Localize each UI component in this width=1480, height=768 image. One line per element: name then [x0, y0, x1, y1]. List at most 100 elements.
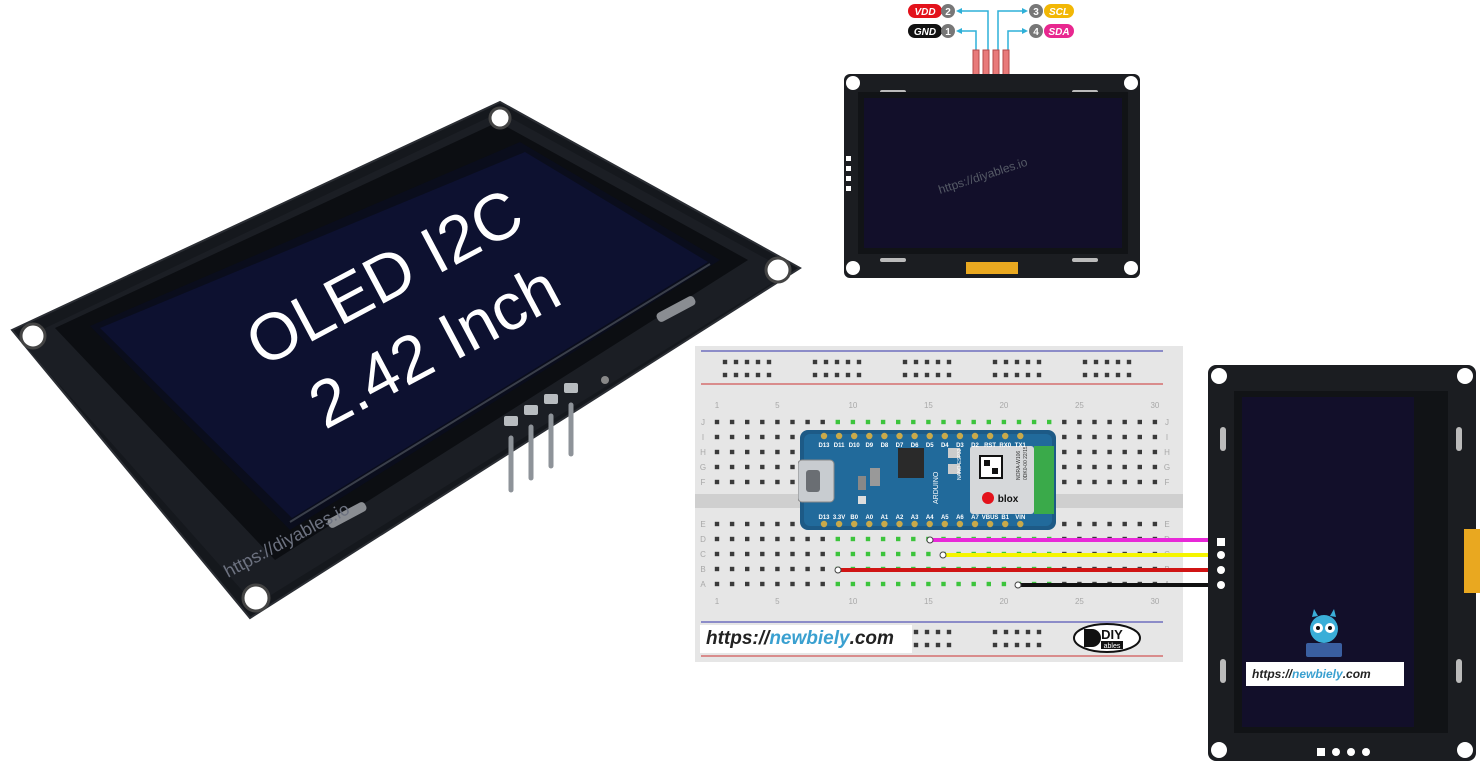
arduino-top-pin-label: D6	[911, 443, 919, 449]
svg-text:0DK0-00 22/15: 0DK0-00 22/15	[1023, 446, 1029, 480]
arduino-pin-pad	[941, 520, 948, 528]
arduino-top-pin-label: D4	[941, 443, 949, 449]
arduino-bottom-pin-label: VBUS	[982, 515, 999, 521]
breadboard-hole	[775, 479, 780, 485]
breadboard-hole	[722, 372, 728, 378]
breadboard-hole	[880, 581, 886, 587]
breadboard-hole	[790, 449, 795, 455]
breadboard-hole	[1137, 566, 1142, 572]
breadboard-hole	[1031, 419, 1037, 425]
breadboard-hole	[812, 359, 818, 365]
breadboard-hole	[1137, 464, 1142, 470]
arduino-pin-pad	[866, 520, 873, 528]
breadboard-hole	[1062, 479, 1067, 485]
breadboard-hole	[856, 372, 862, 378]
breadboard-hole	[924, 629, 930, 635]
breadboard-row-letter: J	[701, 418, 705, 427]
oled-photo: OLED I2C 2.42 Inch https://diyables.io	[0, 90, 810, 630]
breadboard-hole	[935, 359, 941, 365]
breadboard-hole	[1077, 464, 1082, 470]
svg-text:VDD: VDD	[914, 7, 935, 18]
breadboard-column-number: 15	[924, 597, 933, 606]
breadboard-row-letter: A	[700, 580, 706, 589]
breadboard-hole	[1036, 372, 1042, 378]
breadboard-hole	[714, 521, 720, 527]
breadboard-hole	[1062, 419, 1067, 425]
breadboard-hole	[766, 372, 772, 378]
breadboard-hole	[911, 536, 916, 542]
breadboard-row-letter: E	[1164, 520, 1169, 529]
breadboard-hole	[911, 566, 916, 572]
breadboard-row-letter: D	[700, 535, 706, 544]
breadboard-hole	[714, 449, 720, 455]
breadboard-hole	[820, 536, 825, 542]
arduino-top-pin-label: D11	[834, 443, 845, 449]
arduino-pin-pad	[896, 432, 903, 440]
arduino-bottom-pin-label: A6	[956, 515, 964, 521]
breadboard-row-letter: F	[1165, 478, 1170, 487]
breadboard-hole	[1014, 642, 1020, 648]
breadboard-hole	[714, 566, 720, 572]
breadboard-hole	[1152, 581, 1158, 587]
breadboard-hole	[1036, 629, 1042, 635]
arduino-pin-pad	[820, 520, 828, 528]
arduino-pin-pad	[986, 520, 994, 528]
breadboard-hole	[896, 536, 901, 542]
breadboard-hole	[745, 521, 750, 527]
breadboard-hole	[1077, 581, 1082, 587]
arduino-bottom-pin-label: A1	[881, 515, 889, 521]
breadboard-hole	[1137, 551, 1142, 557]
breadboard-hole	[1122, 464, 1127, 470]
breadboard-hole	[1092, 449, 1097, 455]
breadboard-hole	[1152, 434, 1158, 440]
breadboard-hole	[714, 479, 720, 485]
arduino-pin-pad	[881, 520, 888, 528]
breadboard-hole	[941, 566, 946, 572]
breadboard-hole	[1047, 581, 1052, 587]
breadboard-hole	[1001, 551, 1007, 557]
breadboard-hole	[745, 419, 750, 425]
arduino-top-pin-label: D7	[896, 443, 904, 449]
breadboard-hole	[924, 359, 930, 365]
breadboard-hole	[1092, 479, 1097, 485]
arduino-pin-pad	[1002, 520, 1009, 528]
svg-text:1: 1	[945, 27, 951, 38]
pin-vdd: VDD 2	[908, 4, 955, 18]
breadboard-hole	[1122, 581, 1127, 587]
breadboard-hole	[1152, 479, 1158, 485]
breadboard-hole	[1122, 419, 1127, 425]
breadboard-hole	[729, 581, 735, 587]
arduino-bottom-pin-label: A3	[911, 515, 919, 521]
breadboard-hole	[760, 434, 765, 440]
breadboard-hole	[733, 359, 739, 365]
breadboard-hole	[1092, 464, 1097, 470]
breadboard-hole	[835, 536, 840, 542]
breadboard-hole	[1003, 372, 1009, 378]
breadboard-hole	[865, 419, 871, 425]
breadboard-hole	[880, 419, 886, 425]
breadboard-hole	[1016, 536, 1022, 542]
breadboard-hole	[971, 536, 976, 542]
arduino-pin-pad	[971, 432, 979, 440]
breadboard-row-letter: B	[1164, 565, 1169, 574]
breadboard-row-letter: H	[1164, 448, 1170, 457]
breadboard-hole	[1062, 566, 1067, 572]
arduino-brand: ARDUINO	[933, 471, 940, 504]
arduino-bottom-pin-label: B1	[1001, 515, 1009, 521]
breadboard-hole	[1126, 372, 1132, 378]
breadboard-hole	[941, 536, 946, 542]
diyables-logo: DIY ables	[1072, 622, 1142, 654]
breadboard-hole	[1115, 359, 1121, 365]
breadboard-hole	[835, 551, 840, 557]
breadboard-column-number: 5	[775, 401, 780, 410]
breadboard-hole	[1092, 551, 1097, 557]
breadboard-hole	[1036, 642, 1042, 648]
breadboard-row-letter: C	[700, 550, 706, 559]
svg-text:ables: ables	[1104, 643, 1121, 650]
breadboard-hole	[986, 581, 991, 587]
breadboard-hole	[896, 551, 901, 557]
breadboard-hole	[986, 551, 991, 557]
breadboard-hole	[729, 536, 735, 542]
breadboard-hole	[1092, 521, 1097, 527]
breadboard-hole	[913, 372, 919, 378]
